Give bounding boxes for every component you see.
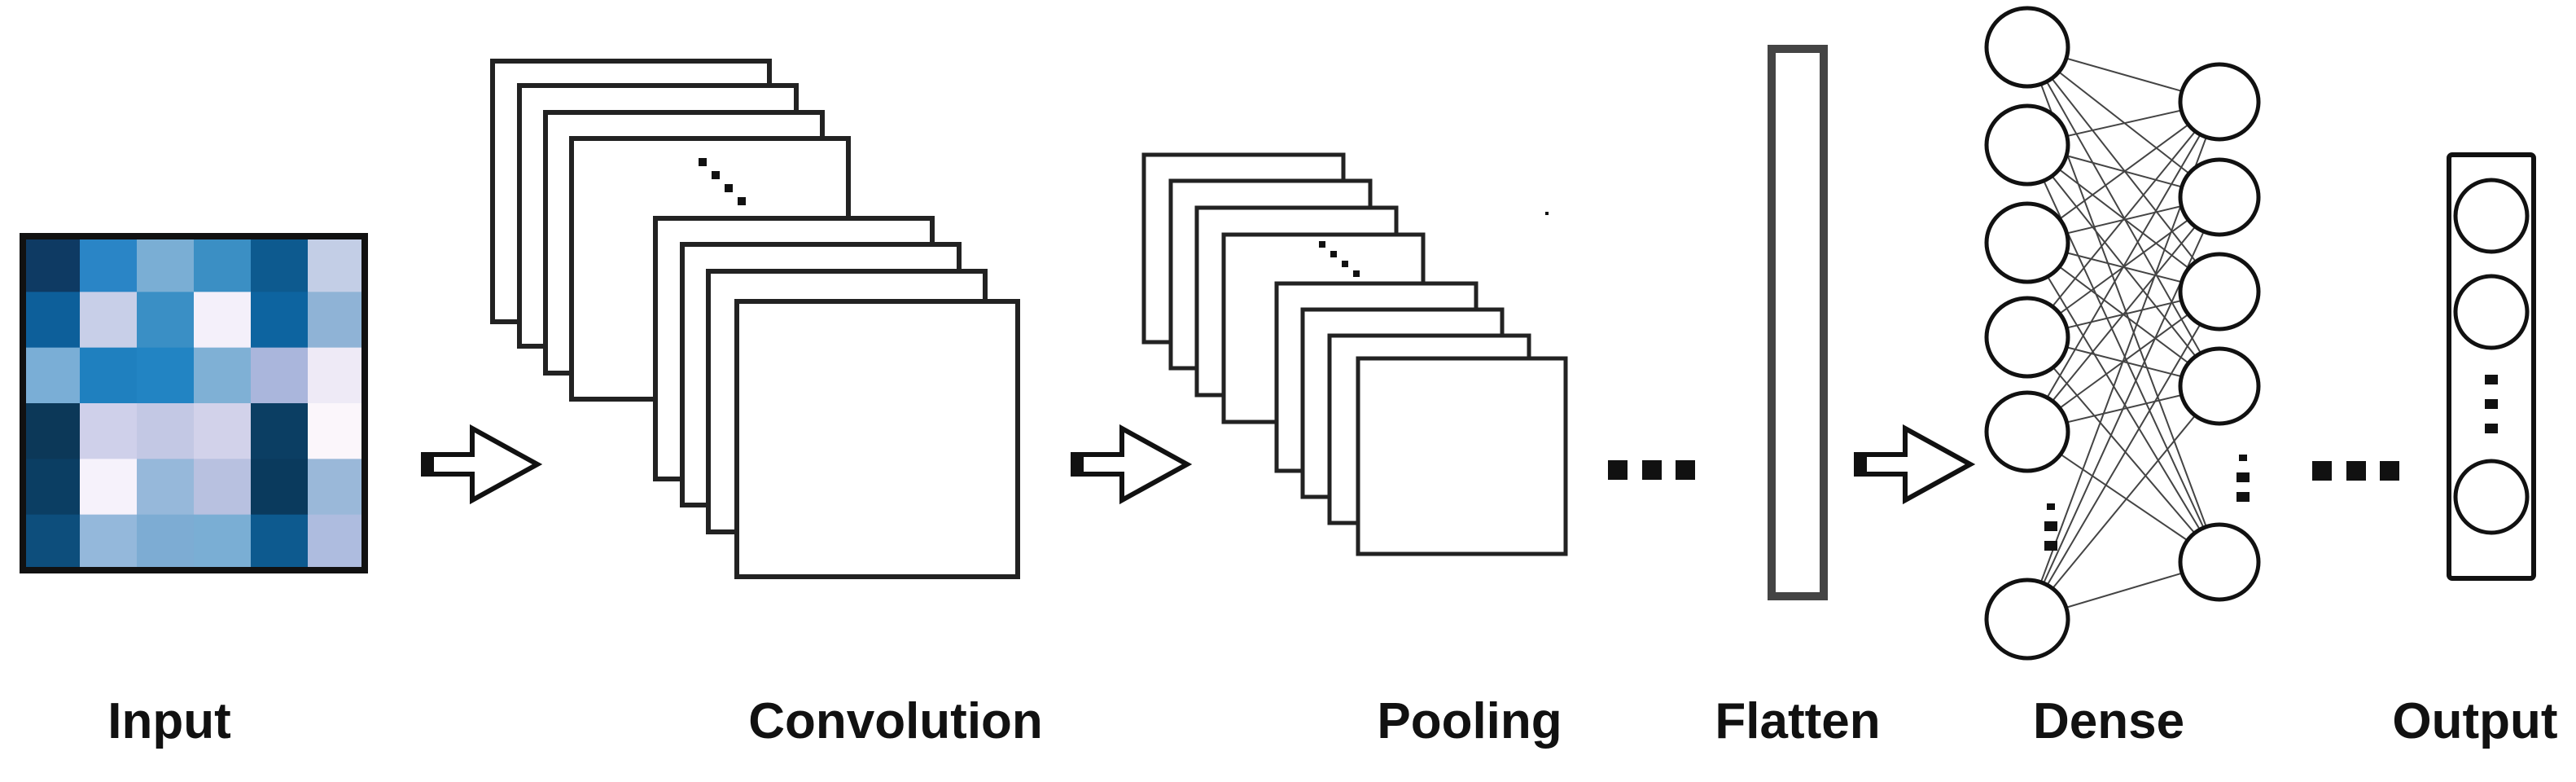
output-nodes [2453,178,2530,535]
convolution-feature-maps [490,59,1020,579]
output-node [2453,274,2530,350]
input-pixel [23,292,81,349]
input-pixel [80,459,138,516]
arrow-icon-flatten-to-dense [1856,428,1970,500]
dense-connection [2026,291,2220,620]
input-pixel [137,403,195,459]
input-pixel [23,236,81,292]
dense-connection [2026,46,2220,292]
input-pixel [194,292,252,349]
ellipsis-icon-pool-to-flatten [1608,460,1695,480]
input-pixel [308,292,366,349]
ellipsis-icon-dense-to-output [2312,461,2399,481]
dense-left-vertical-dots [2044,503,2057,551]
input-pixel [251,459,309,516]
arrow-icon-input-to-conv [423,428,537,500]
output-node [2453,459,2530,535]
input-pixel [80,292,138,349]
label-pooling: Pooling [1377,693,1562,749]
input-grid-border [20,233,368,573]
label-convolution: Convolution [748,693,1043,749]
input-pixel [137,459,195,516]
dense-layer-nodes [1984,6,2261,661]
output-node [2453,178,2530,254]
input-pixel [251,236,309,292]
dense-node-input-side [1984,578,2070,661]
input-pixel [194,347,252,404]
input-pixel [251,292,309,349]
conv-ellipsis-dots [699,158,746,205]
pooling-feature-maps [1141,152,1568,556]
input-pixel [308,236,366,292]
label-dense: Dense [2032,693,2185,749]
dense-node-input-side [1984,6,2070,89]
input-pixel [308,459,366,516]
stray-dot [1545,212,1549,215]
pool-ellipsis-dots [1319,241,1360,277]
dense-node-output-side [2178,522,2261,602]
label-output: Output [2392,693,2558,749]
dense-connection [2026,385,2220,620]
dense-right-vertical-dots [2236,455,2250,502]
dense-node-input-side [1984,390,2070,473]
dense-node-output-side [2178,346,2261,426]
pool-map [1356,356,1568,556]
input-pixel [194,514,252,571]
output-vertical-dots [2485,375,2498,433]
input-pixel [251,403,309,459]
dense-connection [2026,144,2220,563]
input-pixel [23,514,81,571]
arrow-icon-conv-to-pool [1073,428,1187,500]
dense-node-output-side [2178,157,2261,237]
input-pixel [80,236,138,292]
input-pixel [137,347,195,404]
dense-connection [2026,46,2220,387]
input-pixel [251,347,309,404]
input-pixel [194,236,252,292]
dense-node-input-side [1984,103,2070,187]
input-pixel [23,459,81,516]
input-pixel [137,236,195,292]
dense-connection [2026,101,2220,433]
input-pixel [137,514,195,571]
input-pixel [308,403,366,459]
conv-map [734,299,1020,579]
label-flatten: Flatten [1715,693,1881,749]
input-pixel [194,459,252,516]
input-pixel [23,403,81,459]
input-pixel [80,403,138,459]
dense-connection [2026,336,2220,563]
dense-connection [2026,196,2220,433]
label-input: Input [107,693,231,749]
input-pixel [80,347,138,404]
dense-connection [2026,101,2220,338]
input-pixel [23,347,81,404]
dense-node-output-side [2178,62,2261,142]
dense-node-input-side [1984,201,2070,284]
input-pixel [308,347,366,404]
input-pixel [308,514,366,571]
input-image-grid [23,236,366,571]
input-pixel [137,292,195,349]
dense-node-input-side [1984,296,2070,379]
dense-connection [2026,242,2220,563]
input-pixel [251,514,309,571]
flatten-vector [1768,45,1828,600]
input-pixel [80,514,138,571]
input-pixel [194,403,252,459]
dense-node-output-side [2178,252,2261,332]
